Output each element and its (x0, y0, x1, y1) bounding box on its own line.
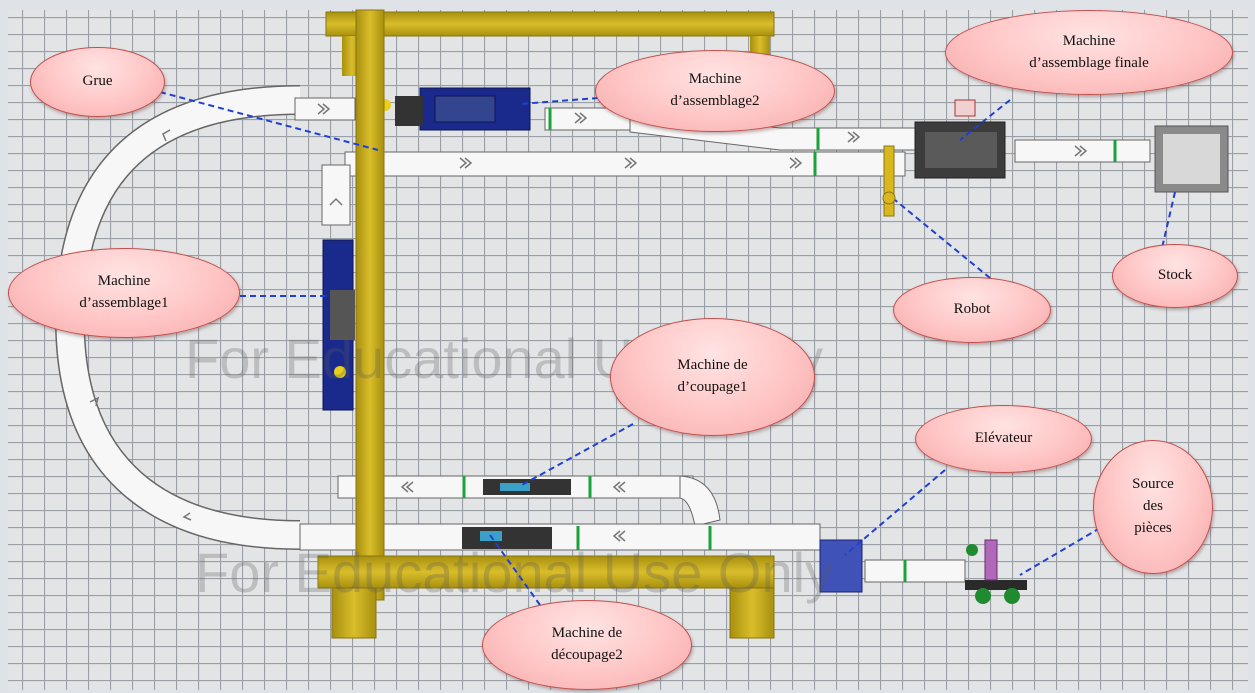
callout-decoupage2: Machine de découpage2 (482, 600, 692, 690)
callout-elevateur: Elévateur (915, 405, 1092, 473)
callout-decoupage1: Machine de d’coupage1 (610, 318, 815, 436)
callout-source-pieces: Source des pièces (1093, 440, 1213, 574)
callout-assemblage1: Machine d’assemblage1 (8, 248, 240, 338)
robot (883, 146, 895, 216)
callout-assemblage-finale: Machine d’assemblage finale (945, 10, 1233, 95)
callout-robot: Robot (893, 277, 1051, 343)
callout-assemblage2: Machine d’assemblage2 (595, 50, 835, 132)
callout-grue: Grue (30, 47, 165, 117)
callout-stock: Stock (1112, 244, 1238, 308)
watermark-bottom: For Educational Use Only (195, 540, 833, 605)
stock (1155, 126, 1228, 192)
